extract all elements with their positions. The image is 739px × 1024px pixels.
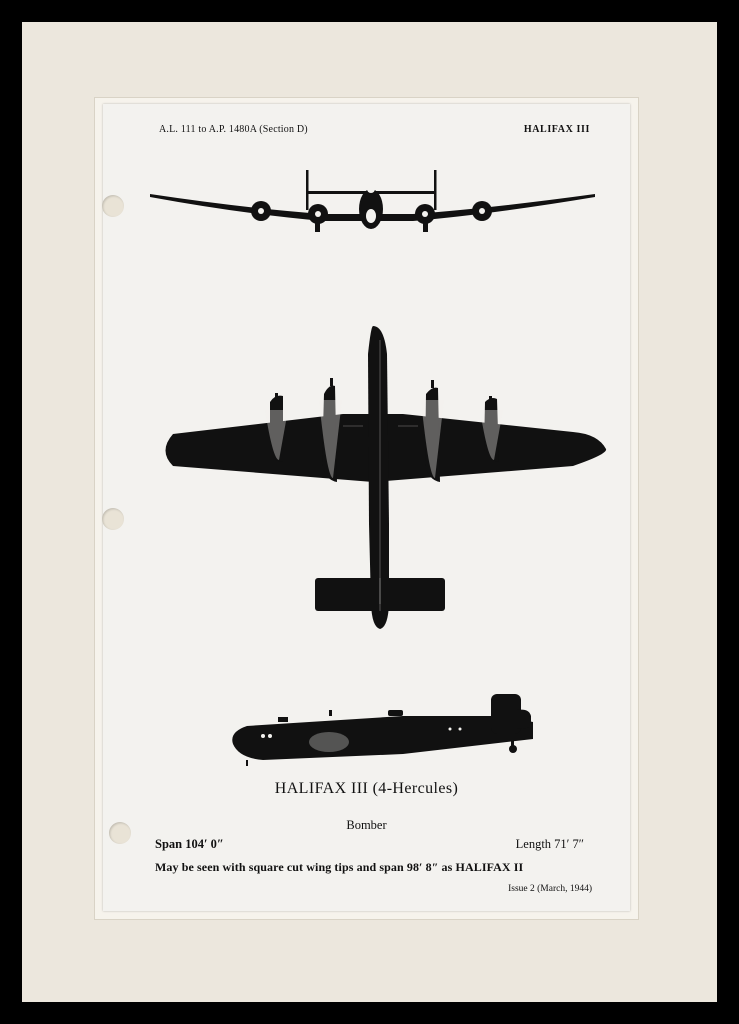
variant-note: May be seen with square cut wing tips an… <box>155 860 524 874</box>
aircraft-side-silhouette <box>232 694 534 766</box>
wing-span: Span 104′ 0″ <box>155 837 224 851</box>
header-aircraft: HALIFAX III <box>523 124 590 135</box>
aircraft-front-silhouette <box>150 170 595 232</box>
aircraft-role: Bomber <box>346 818 387 832</box>
issue-date: Issue 2 (March, 1944) <box>508 884 592 894</box>
recognition-card: A.L. 111 to A.P. 1480A (Section D) HALIF… <box>102 104 630 911</box>
aircraft-title: HALIFAX III (4-Hercules) <box>274 780 459 797</box>
aircraft-silhouettes <box>150 170 607 766</box>
aircraft-length: Length 71′ 7″ <box>515 837 584 851</box>
aircraft-plan-silhouette <box>165 326 607 629</box>
header-reference: A.L. 111 to A.P. 1480A (Section D) <box>159 124 308 135</box>
punch-hole <box>102 195 124 217</box>
punch-hole <box>102 508 124 530</box>
punch-hole <box>109 822 131 844</box>
